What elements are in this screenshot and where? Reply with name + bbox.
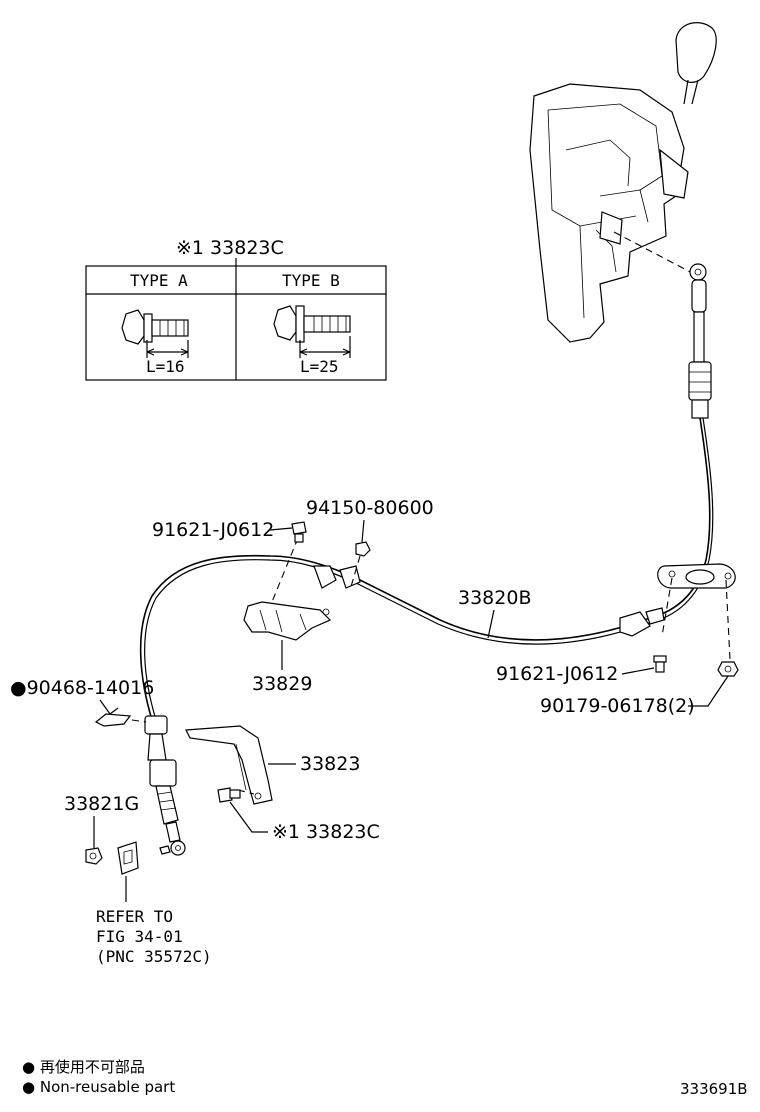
nut-90179	[717, 661, 739, 677]
nut-33821G	[85, 847, 103, 865]
cable-upper-end	[688, 263, 712, 419]
type-a-bolt	[121, 309, 189, 358]
nut-94150	[355, 541, 371, 557]
leader-lever-cable	[613, 231, 699, 277]
type-a-header: TYPE A	[130, 271, 188, 290]
bolt-33823C	[217, 787, 241, 803]
callout-33821G: 33821G	[64, 793, 139, 815]
callout-90468-14016: ●90468-14016	[10, 677, 154, 699]
refer-note-line3: (PNC 35572C)	[96, 947, 212, 966]
figure-code: 333691B	[680, 1080, 748, 1098]
callout-33829: 33829	[252, 673, 312, 695]
leader-bolt-bracket	[271, 537, 299, 603]
clip-90468	[94, 707, 132, 727]
bolt-91621-top	[291, 521, 307, 543]
type-b-header: TYPE B	[282, 271, 340, 290]
bracket-33823	[185, 725, 273, 805]
leader-nut-plate	[725, 579, 731, 661]
cable-grommet-plate	[657, 563, 736, 589]
leader-nut-bracket	[349, 555, 361, 591]
shift-lever-assembly	[529, 22, 717, 343]
callout-90179-06178: 90179-06178(2)	[540, 695, 695, 717]
cable-retainer-clip	[117, 841, 171, 875]
type-b-bolt	[273, 305, 351, 358]
callout-33823: 33823	[300, 753, 360, 775]
refer-note-line1: REFER TO	[96, 907, 173, 926]
shift-cable-33820B	[139, 417, 711, 721]
legend-line-en: ● Non-reusable part	[22, 1078, 175, 1096]
leader-bolt-plate	[661, 577, 673, 637]
callout-94150-80600: 94150-80600	[306, 497, 434, 519]
leader-clip	[131, 719, 147, 723]
type-table: ※1 33823C TYPE A TYPE B L=16	[85, 237, 387, 381]
callout-33820B: 33820B	[458, 587, 531, 609]
callout-91621-J0612-bottom: 91621-J0612	[496, 663, 618, 685]
legend-line-jp: ● 再使用不可部品	[22, 1058, 145, 1076]
refer-note-line2: FIG 34-01	[96, 927, 183, 946]
cable-clamp-left	[313, 565, 361, 589]
type-table-title: ※1 33823C	[176, 237, 284, 259]
cable-clamp-right	[619, 607, 665, 637]
leader-bolt-33823C	[237, 789, 255, 795]
type-a-length: L=16	[146, 357, 185, 376]
type-b-length: L=25	[300, 357, 339, 376]
cable-lower-end	[144, 715, 186, 856]
callout-91621-J0612-top: 91621-J0612	[152, 519, 274, 541]
bolt-91621-bottom	[653, 655, 667, 673]
callout-33823C: ※1 33823C	[272, 821, 380, 843]
bracket-33829	[243, 601, 332, 641]
